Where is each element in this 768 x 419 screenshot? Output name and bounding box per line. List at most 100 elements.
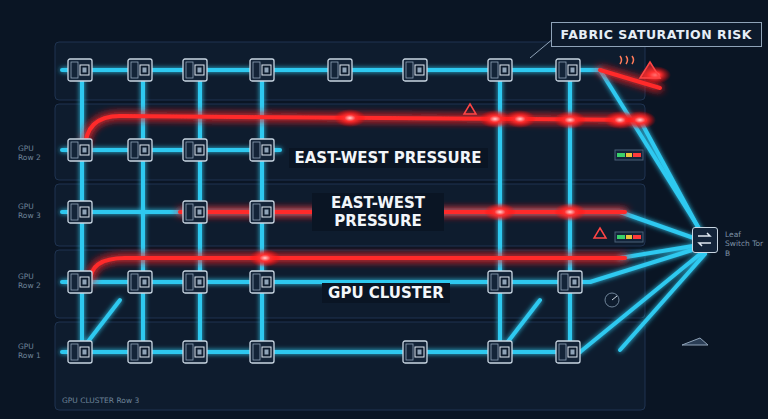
- server-slot: [253, 62, 260, 78]
- server-body: [488, 341, 512, 363]
- callout-text: FABRIC SATURATION RISK: [561, 27, 752, 42]
- gpu-die: [265, 210, 269, 215]
- gpu-chip: [195, 207, 204, 217]
- gpu-die: [83, 68, 87, 73]
- gpu-chip: [500, 347, 509, 357]
- server-body: [68, 139, 92, 161]
- gpu-die: [265, 350, 269, 355]
- pressure-flow: [85, 70, 660, 282]
- hotspot: [554, 111, 586, 129]
- gpu-server: [183, 341, 207, 363]
- server-body: [328, 59, 352, 81]
- server-body: [128, 341, 152, 363]
- server-slot: [131, 62, 138, 78]
- gpu-chip: [415, 347, 424, 357]
- server-body: [556, 59, 580, 81]
- server-slot: [71, 274, 78, 290]
- gpu-chip: [262, 65, 271, 75]
- gpu-chip: [140, 65, 149, 75]
- gpu-die: [83, 148, 87, 153]
- gpu-die: [143, 68, 147, 73]
- gpu-server: [328, 59, 352, 81]
- gpu-server: [68, 139, 92, 161]
- fabric-link: [62, 70, 705, 352]
- gpu-server: [183, 201, 207, 223]
- gpu-chip: [140, 347, 149, 357]
- server-slot: [71, 204, 78, 220]
- switch-label: Leaf Switch Tor B: [725, 230, 764, 258]
- gpu-chip: [140, 277, 149, 287]
- server-body: [403, 59, 427, 81]
- server-body: [128, 139, 152, 161]
- gpu-die: [571, 68, 575, 73]
- gpu-server: [68, 201, 92, 223]
- gpu-chip: [80, 207, 89, 217]
- gpu-chip: [262, 207, 271, 217]
- gpu-die: [83, 350, 87, 355]
- server-slot: [71, 142, 78, 158]
- server-slot: [131, 344, 138, 360]
- gpu-die: [265, 280, 269, 285]
- gpu-server: [250, 59, 274, 81]
- gpu-die: [503, 68, 507, 73]
- gpu-chip: [568, 65, 577, 75]
- gpu-server: [250, 201, 274, 223]
- gpu-server: [556, 341, 580, 363]
- server-body: [183, 59, 207, 81]
- gpu-server: [250, 139, 274, 161]
- gpu-chip: [195, 277, 204, 287]
- gpu-chip: [262, 145, 271, 155]
- hotspot: [504, 110, 536, 128]
- gpu-server: [558, 271, 582, 293]
- server-body: [68, 271, 92, 293]
- pressure-label: EAST-WEST PRESSURE: [312, 193, 444, 231]
- hotspot: [249, 249, 281, 267]
- hotspot: [484, 203, 516, 221]
- server-slot: [559, 344, 566, 360]
- gpu-server: [68, 59, 92, 81]
- server-body: [250, 139, 274, 161]
- gpu-die: [343, 68, 347, 73]
- row-label: GPU CLUSTER Row 3: [62, 396, 139, 405]
- gpu-server: [183, 271, 207, 293]
- gpu-die: [143, 280, 147, 285]
- gpu-die: [265, 68, 269, 73]
- server-slot: [186, 274, 193, 290]
- gpu-chip: [195, 347, 204, 357]
- server-slot: [491, 62, 498, 78]
- warning-symbol: [464, 56, 660, 238]
- server-slot: [559, 62, 566, 78]
- gpu-chip: [568, 347, 577, 357]
- gpu-chip: [340, 65, 349, 75]
- gpu-chip: [80, 145, 89, 155]
- server-slot: [186, 62, 193, 78]
- switch-arrows: [698, 233, 711, 246]
- server-slot: [561, 274, 568, 290]
- gpu-server: [128, 59, 152, 81]
- gpu-die: [503, 280, 507, 285]
- row-label: GPU Row 3: [18, 202, 48, 221]
- server-body: [488, 271, 512, 293]
- server-body: [250, 59, 274, 81]
- server-body: [183, 341, 207, 363]
- gpu-chip: [262, 347, 271, 357]
- server-slot: [186, 142, 193, 158]
- gpu-die: [198, 210, 202, 215]
- gpu-die: [143, 350, 147, 355]
- switch-icon: [693, 228, 716, 251]
- gpu-chip: [80, 277, 89, 287]
- gpu-server: [403, 59, 427, 81]
- server-slot: [331, 62, 338, 78]
- server-slot: [406, 62, 413, 78]
- server-slot: [131, 274, 138, 290]
- hotspot: [624, 111, 656, 129]
- gpu-die: [265, 148, 269, 153]
- server-body: [128, 59, 152, 81]
- server-slot: [186, 344, 193, 360]
- gpu-chip: [415, 65, 424, 75]
- gpu-server: [128, 341, 152, 363]
- server-slot: [253, 142, 260, 158]
- cluster-label: GPU CLUSTER: [322, 283, 450, 303]
- hotspot: [554, 203, 586, 221]
- gpu-die: [83, 280, 87, 285]
